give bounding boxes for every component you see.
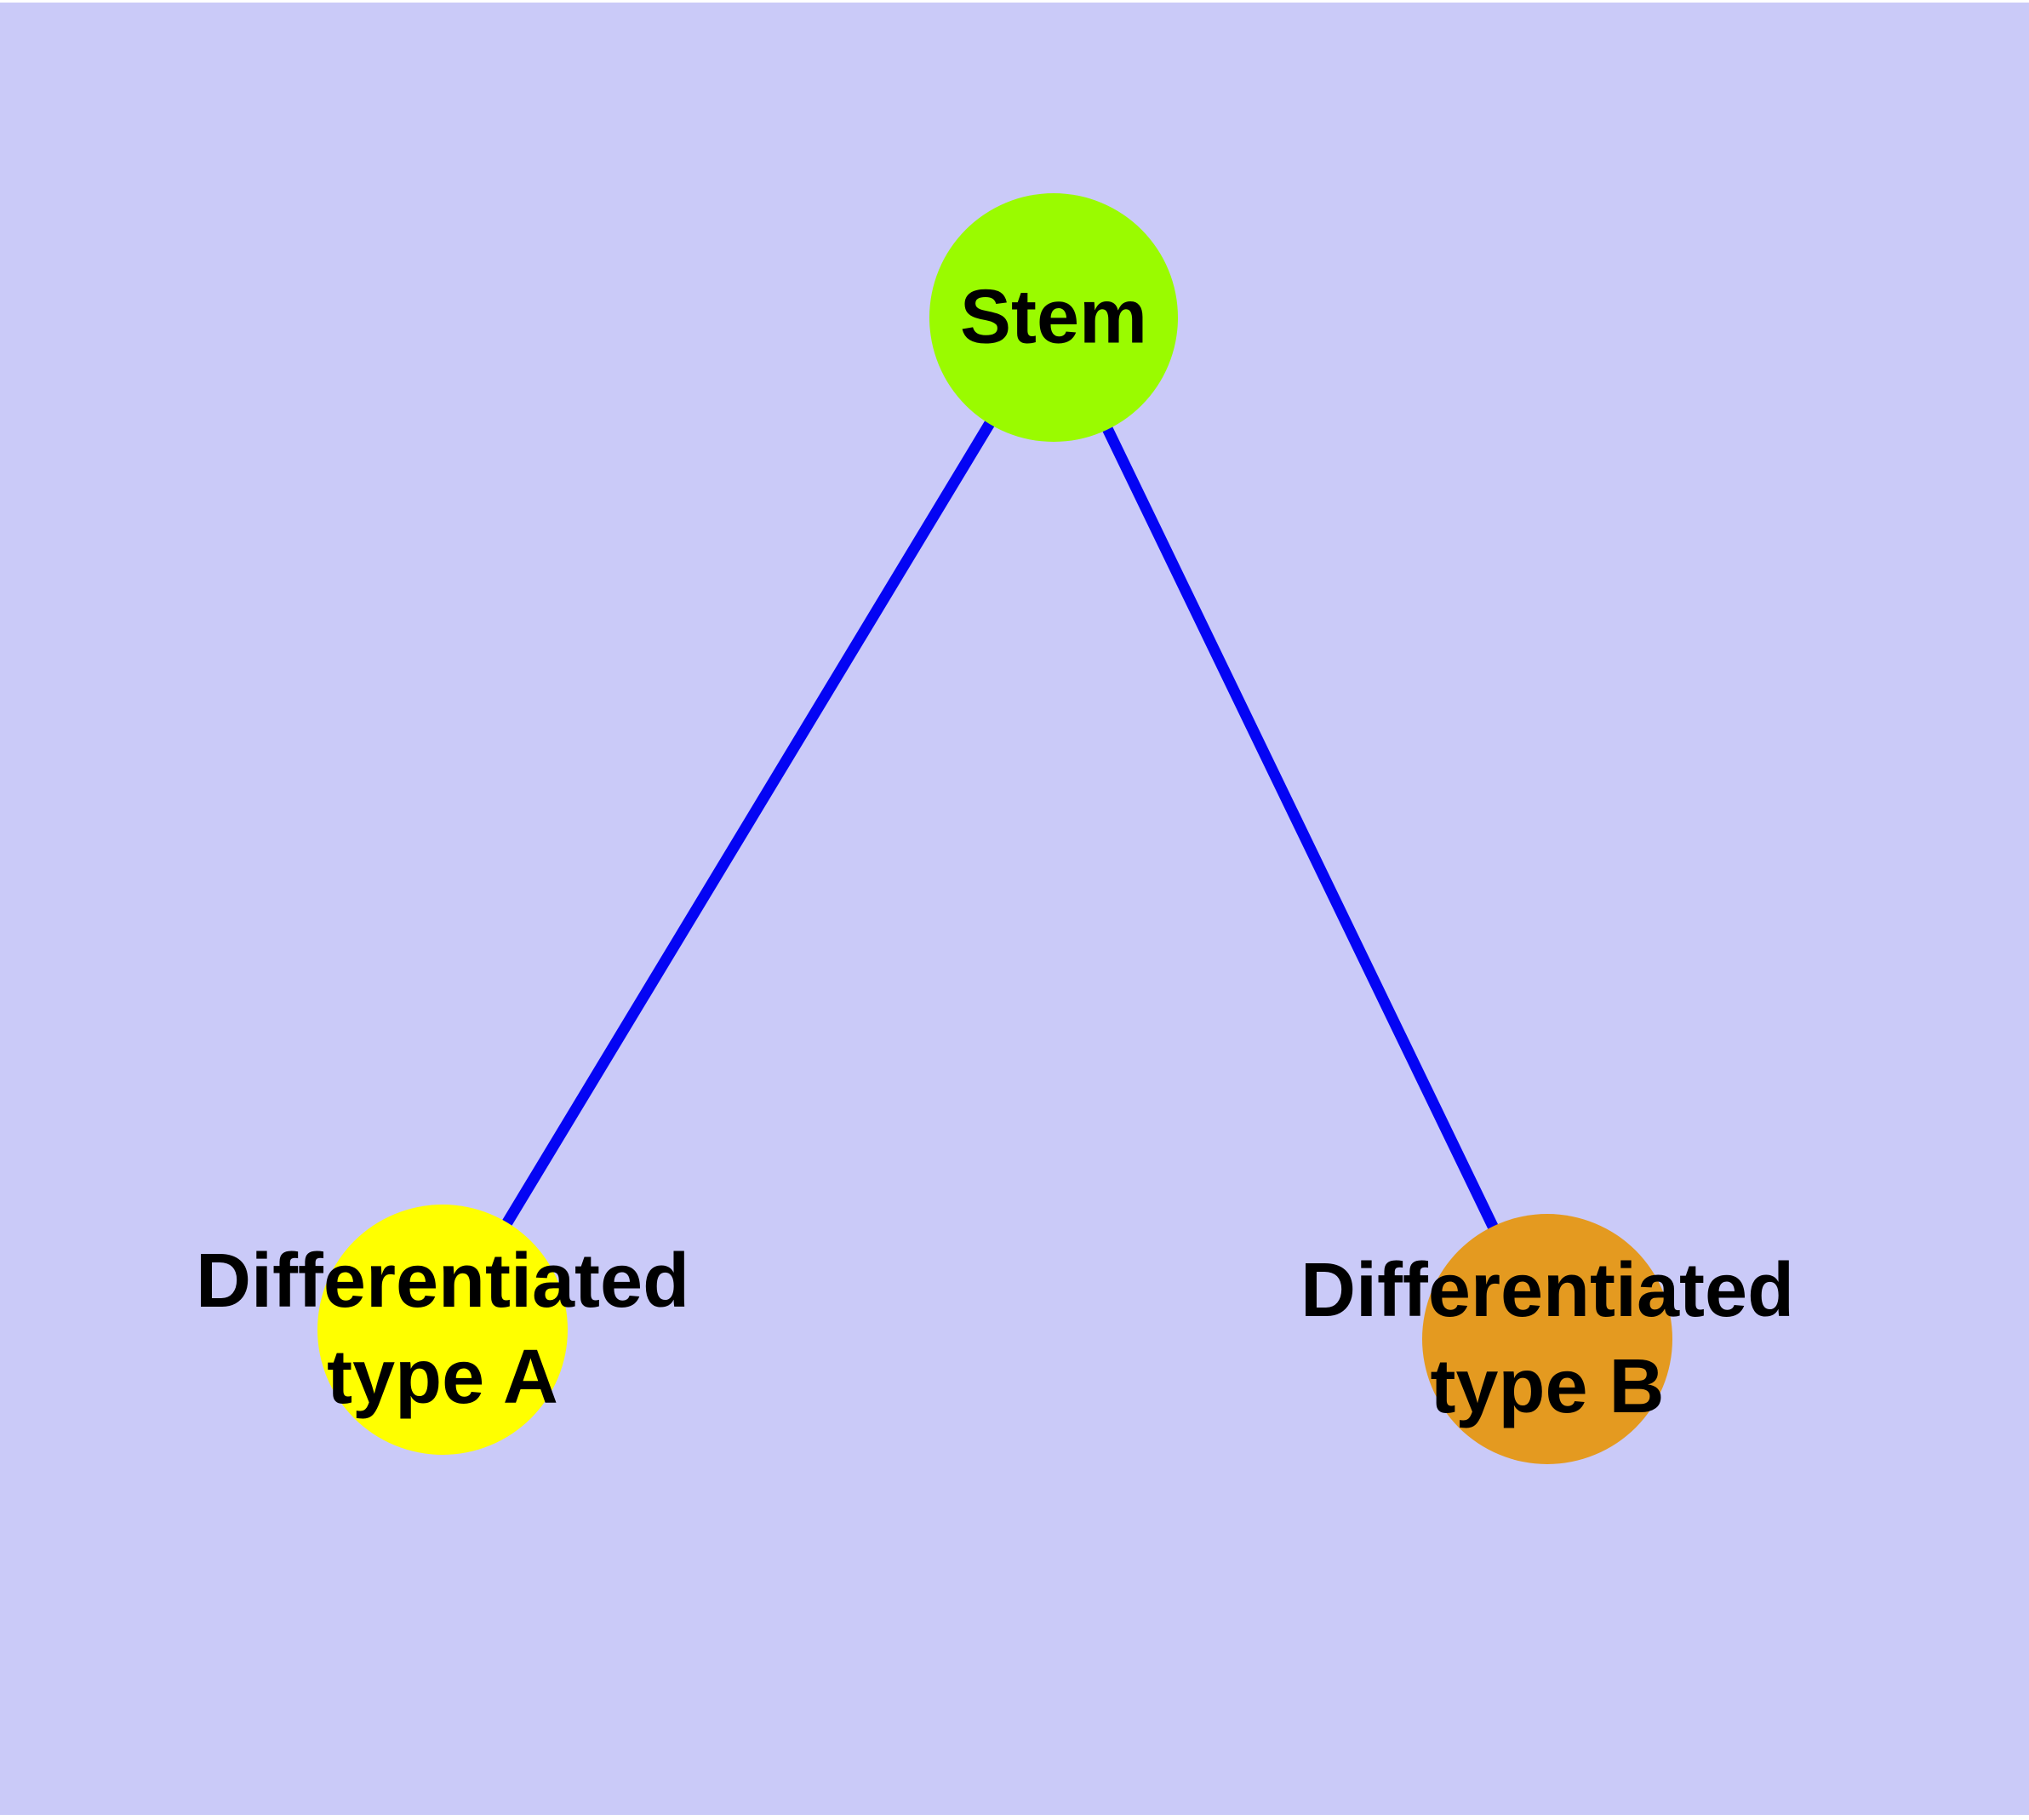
node-stem-circle [929,193,1178,442]
node-type-a-label: Differentiated type A [196,1233,689,1426]
diagram-canvas: Stem Differentiated type A Differentiate… [0,3,2029,1815]
node-stem-label-line1: Stem [959,274,1148,360]
edge-stem-to-type-b [1049,315,1552,1342]
node-type-b-label-line2: type B [1430,1344,1665,1429]
node-type-a-label-line2: type A [327,1335,558,1420]
node-type-a-circle [317,1205,568,1455]
node-type-b-label-line1: Differentiated [1300,1248,1795,1333]
edge-stem-to-type-a [437,314,1059,1333]
node-type-b-circle [1422,1214,1672,1464]
node-stem-label: Stem [960,270,1147,366]
graph-svg [317,193,1672,1464]
node-type-b-label: Differentiated type B [1300,1243,1794,1435]
node-type-a-label-line1: Differentiated [195,1239,690,1324]
